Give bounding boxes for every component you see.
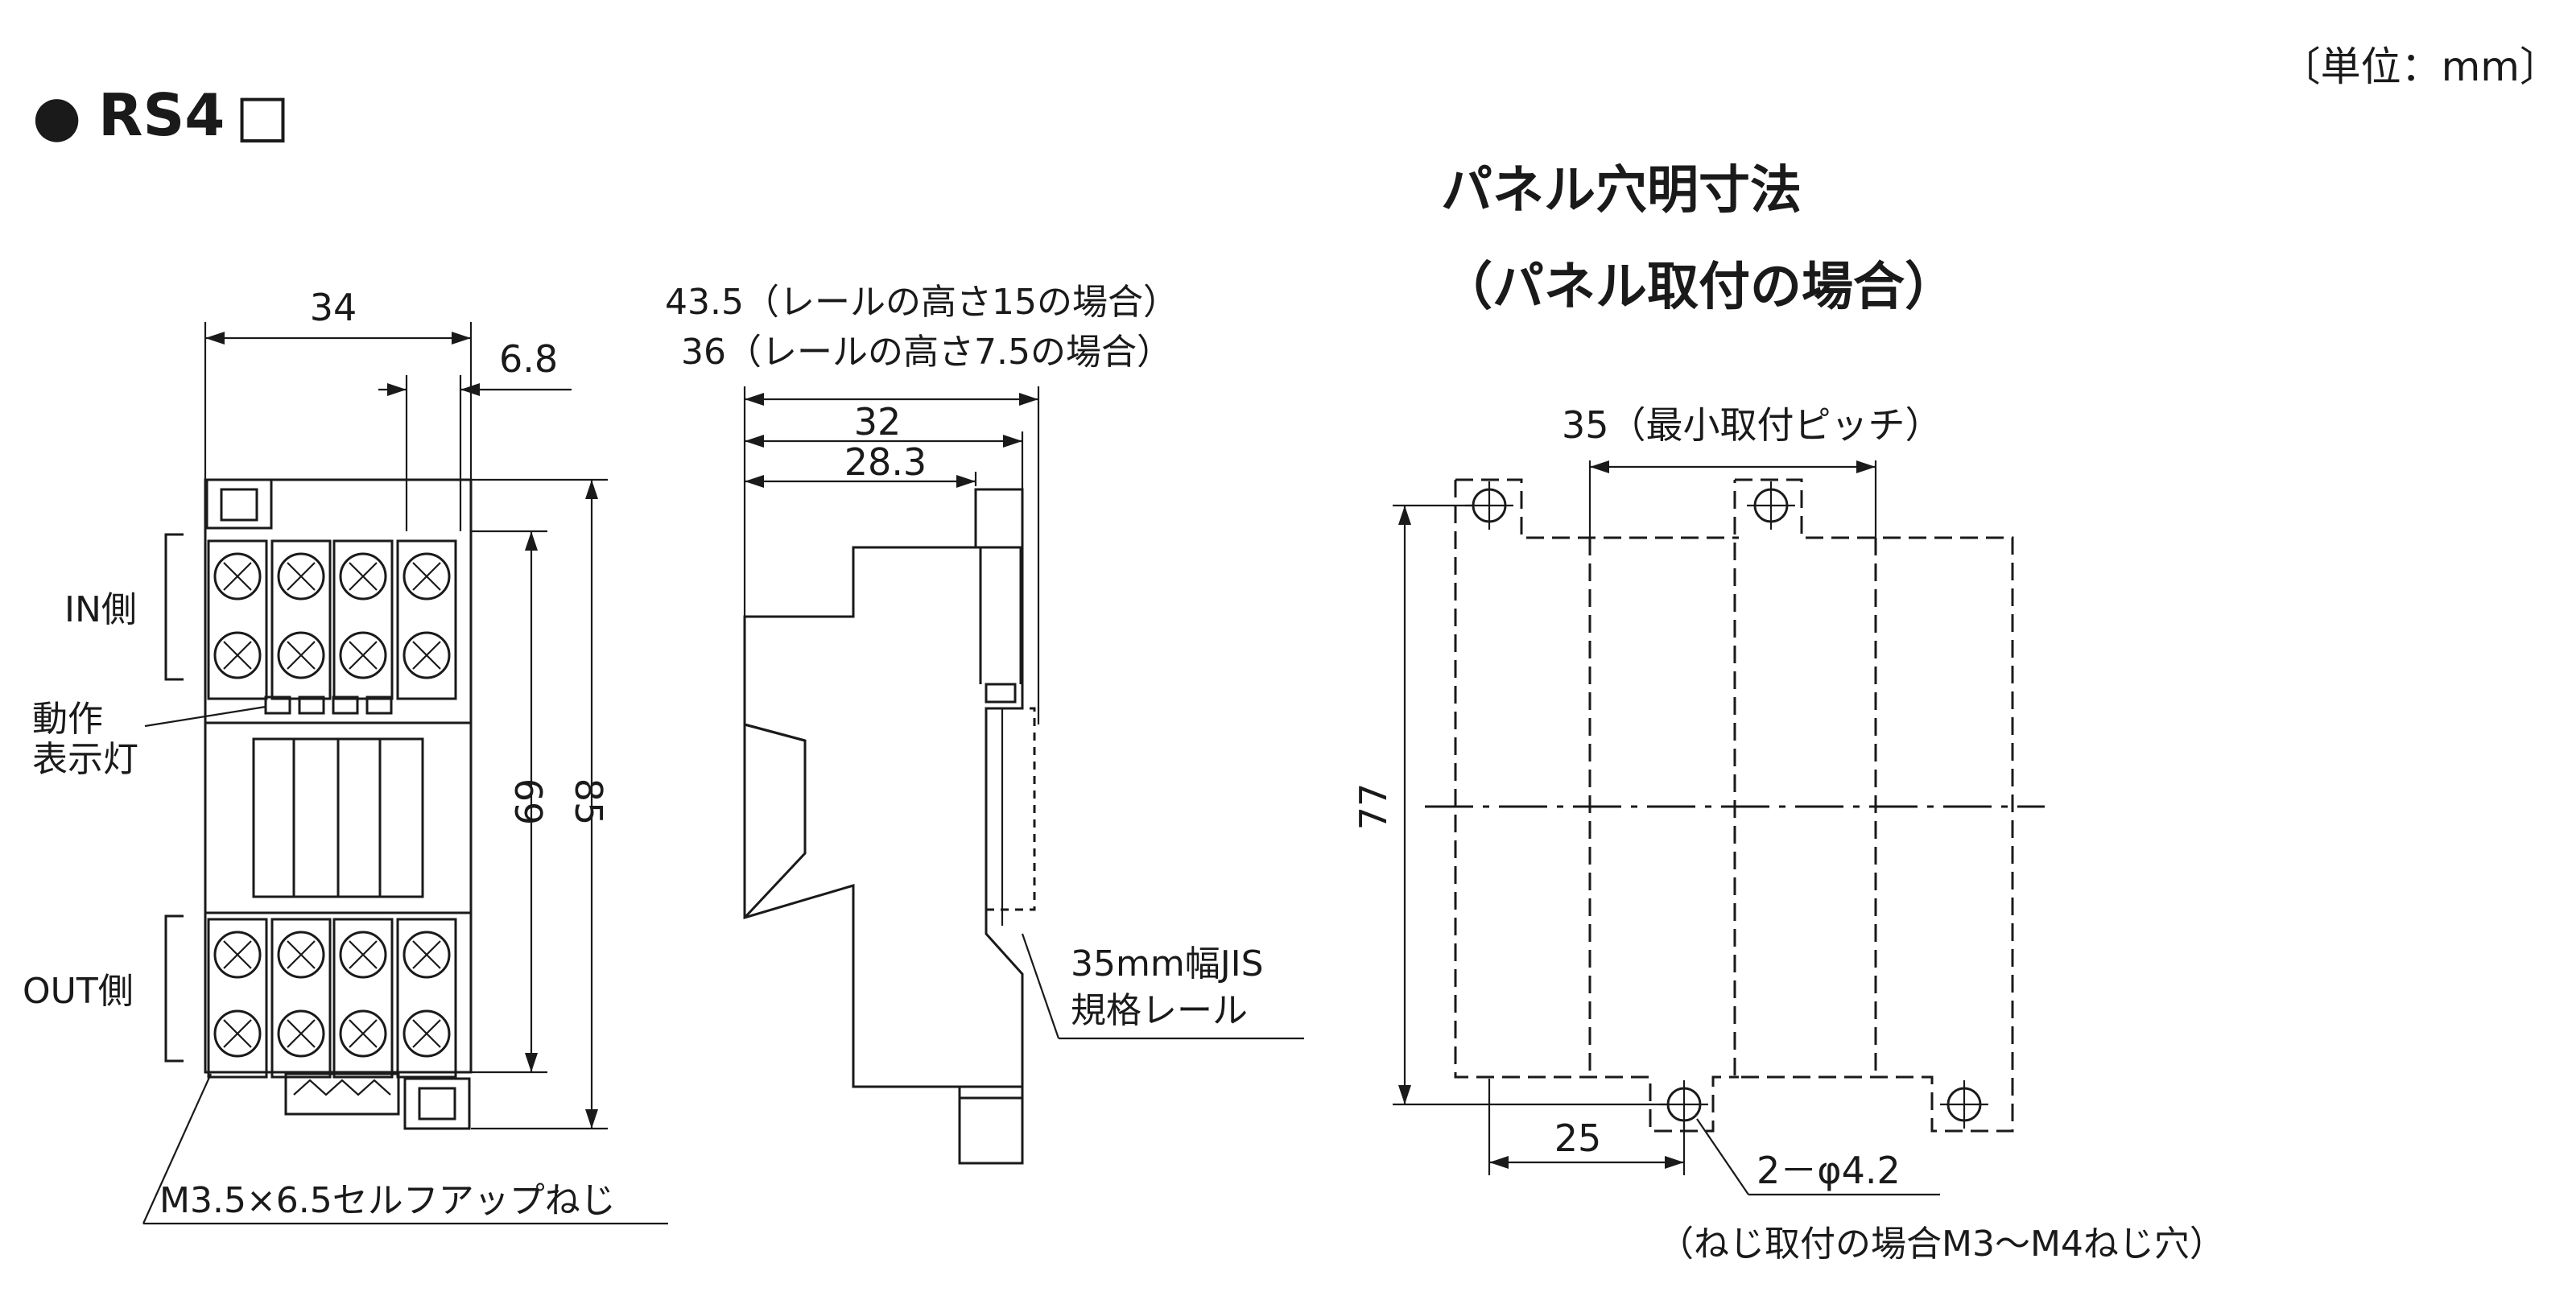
- mount-hole: [1747, 481, 1795, 530]
- terminal-screw: [339, 552, 387, 601]
- panel-title-line1: パネル穴明寸法: [1441, 161, 1802, 221]
- indicator-lamp: [298, 695, 325, 715]
- terminal-column: [396, 539, 457, 700]
- dim-width-34: 34: [310, 286, 357, 329]
- panel-cutout-view: パネル穴明寸法 （パネル取付の場合） 35（最小取付ピッチ）: [1352, 161, 2225, 1265]
- terminal-screw: [213, 1009, 262, 1058]
- terminal-block-in: [207, 539, 457, 700]
- terminal-screw: [402, 631, 451, 679]
- label-out-side: OUT側: [23, 971, 134, 1012]
- model-bullet: ●: [32, 83, 81, 149]
- panel-note: （ねじ取付の場合M3～M4ねじ穴）: [1658, 1224, 2225, 1265]
- terminal-screw: [402, 1009, 451, 1058]
- terminal-column: [332, 539, 394, 700]
- unit-label: 〔単位：mm〕: [2281, 43, 2560, 90]
- terminal-column: [270, 918, 332, 1079]
- indicator-lamp: [365, 695, 393, 715]
- dim-pitch-6-8: 6.8: [499, 337, 558, 381]
- label-screw: M3.5×6.5セルフアップねじ: [159, 1180, 616, 1221]
- label-indicator-line2: 表示灯: [32, 739, 138, 780]
- terminal-screw: [213, 552, 262, 601]
- dim-top-36: 36（レールの高さ7.5の場合）: [681, 332, 1172, 373]
- side-latch: [974, 488, 1024, 549]
- terminal-screw: [213, 931, 262, 979]
- dim-height-69: 69: [506, 778, 550, 826]
- terminal-column: [207, 918, 268, 1079]
- din-rail: [986, 707, 1036, 911]
- dim-height-85: 85: [567, 778, 610, 826]
- indicator-lamps: [264, 695, 393, 715]
- cutout-right-outline: [1733, 478, 2014, 1133]
- front-bottom-tab-hole: [418, 1087, 456, 1121]
- terminal-screw: [277, 931, 325, 979]
- terminal-screw: [402, 931, 451, 979]
- terminal-column: [270, 539, 332, 700]
- dim-32: 32: [854, 400, 902, 444]
- terminal-screw: [339, 631, 387, 679]
- terminal-block-out: [207, 918, 457, 1079]
- relay-section: [204, 721, 473, 914]
- mount-hole: [1940, 1080, 1988, 1129]
- mount-hole: [1660, 1080, 1708, 1129]
- front-top-tab-hole: [220, 488, 258, 522]
- terminal-screw: [277, 1009, 325, 1058]
- indicator-lamp: [332, 695, 359, 715]
- model-name: RS4: [98, 81, 225, 149]
- terminal-column: [207, 539, 268, 700]
- front-view: 34 6.8 69 85 IN側 動作 表示灯 OUT側 M3.5×6.5セルフ…: [23, 286, 668, 1225]
- terminal-screw: [339, 1009, 387, 1058]
- terminal-screw: [402, 552, 451, 601]
- front-bottom-tab: [403, 1077, 471, 1130]
- panel-title-line2: （パネル取付の場合）: [1441, 258, 1956, 317]
- terminal-screw: [277, 552, 325, 601]
- terminal-screw: [213, 631, 262, 679]
- bottom-connector: [284, 1072, 400, 1116]
- dim-hole-diameter: 2－φ4.2: [1757, 1149, 1901, 1192]
- dim-28-3: 28.3: [844, 440, 927, 484]
- terminal-column: [396, 918, 457, 1079]
- label-rail-line1: 35mm幅JIS: [1071, 943, 1264, 984]
- indicator-lamp: [264, 695, 291, 715]
- dim-25: 25: [1554, 1116, 1602, 1160]
- dim-pitch-35: 35（最小取付ピッチ）: [1562, 403, 1942, 447]
- terminal-column: [332, 918, 394, 1079]
- terminal-screw: [277, 631, 325, 679]
- cutout-left-outline: [1454, 478, 1739, 1133]
- terminal-screw: [339, 931, 387, 979]
- label-in-side: IN側: [64, 589, 137, 630]
- model-box: □: [235, 81, 290, 149]
- label-rail-line2: 規格レール: [1071, 990, 1248, 1031]
- dim-height-77: 77: [1352, 783, 1395, 831]
- side-view: 43.5（レールの高さ15の場合） 36（レールの高さ7.5の場合） 32 28…: [665, 282, 1304, 1165]
- dim-top-43-5: 43.5（レールの高さ15の場合）: [665, 282, 1179, 323]
- label-indicator-line1: 動作: [32, 699, 103, 740]
